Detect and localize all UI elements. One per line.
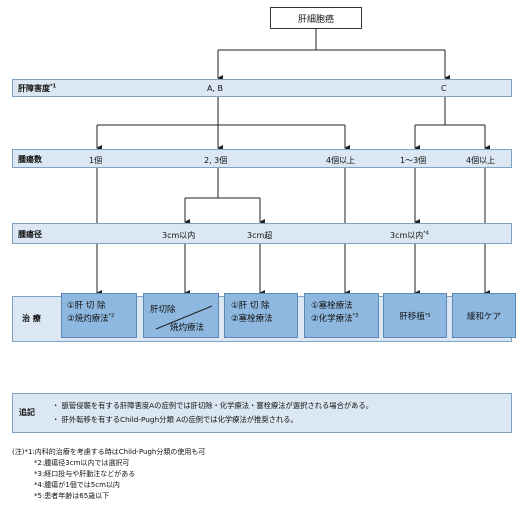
treatment-embolization-chemo: ①塞栓療法 ②化学療法*3 xyxy=(304,293,379,338)
size-le3-c: 3cm以内*4 xyxy=(390,230,429,240)
footnote-5: *5:患者年齢は65歳以下 xyxy=(34,492,110,500)
remark-item-1: ・ 脈管侵襲を有する肝障害度Aの症例では肝切除・化学療法・塞栓療法が選択される場… xyxy=(52,401,374,410)
remark-box xyxy=(12,393,512,433)
t1-line2: ②焼灼療法*2 xyxy=(67,313,115,324)
row-tumor-size xyxy=(12,223,512,244)
footnote-1: (注)*1:内科的治療を考慮する時はChild-Pugh分類の使用も可 xyxy=(12,448,206,456)
count-four-plus: 4個以上 xyxy=(326,156,356,165)
footnote-3: *3:経口投与や肝動注などがある xyxy=(34,470,136,478)
footnote-2: *2:腫瘍径3cm以内では選択可 xyxy=(34,459,130,467)
t2-bottom: 焼灼療法 xyxy=(170,323,205,333)
t2-divider xyxy=(155,305,213,330)
treatment-resection-embolization: ①肝 切 除 ②塞栓療法 xyxy=(224,293,298,338)
remark-item-2: ・ 肝外転移を有するChild-Pugh分類 Aの症例では化学療法が推奨される。 xyxy=(52,415,298,424)
treatment-resection-or-ablation: 肝切除 焼灼療法 xyxy=(143,293,219,338)
t2-top: 肝切除 xyxy=(150,305,176,315)
t1-line1: ①肝 切 除 xyxy=(67,301,106,311)
liver-damage-label: 肝障害度*1 xyxy=(18,83,57,93)
root-label: 肝細胞癌 xyxy=(297,14,334,25)
t4-line2: ②化学療法*3 xyxy=(311,313,359,324)
row-tumor-count xyxy=(12,149,512,168)
t4-line1: ①塞栓療法 xyxy=(311,301,353,311)
count-one: 1個 xyxy=(89,156,103,165)
count-one-to-three: 1〜3個 xyxy=(400,156,427,165)
t3-line1: ①肝 切 除 xyxy=(231,301,270,311)
treatment-label: 治 療 xyxy=(22,314,41,323)
footnote-4: *4:腫瘍が1個では5cm以内 xyxy=(34,481,120,489)
treatment-resection-ablation: ①肝 切 除 ②焼灼療法*2 xyxy=(61,293,137,338)
count-two-three: 2, 3個 xyxy=(204,156,228,165)
footnotes: (注)*1:内科的治療を考慮する時はChild-Pugh分類の使用も可 *2:腫… xyxy=(12,447,205,502)
size-le3: 3cm以内 xyxy=(162,231,196,240)
count-four-plus-c: 4個以上 xyxy=(466,156,496,165)
grade-c: C xyxy=(441,84,447,93)
remark-label: 追記 xyxy=(19,408,35,417)
treatment-palliative: 緩和ケア xyxy=(452,293,516,338)
row-liver-damage xyxy=(12,79,512,97)
grade-ab: A, B xyxy=(207,84,224,93)
size-gt3: 3cm超 xyxy=(247,231,273,240)
root-node: 肝細胞癌 xyxy=(270,7,362,29)
treatment-transplant: 肝移植*5 xyxy=(383,293,447,338)
t3-line2: ②塞栓療法 xyxy=(231,314,273,324)
tumor-count-label: 腫瘍数 xyxy=(18,155,42,164)
tumor-size-label: 腫瘍径 xyxy=(18,230,42,239)
